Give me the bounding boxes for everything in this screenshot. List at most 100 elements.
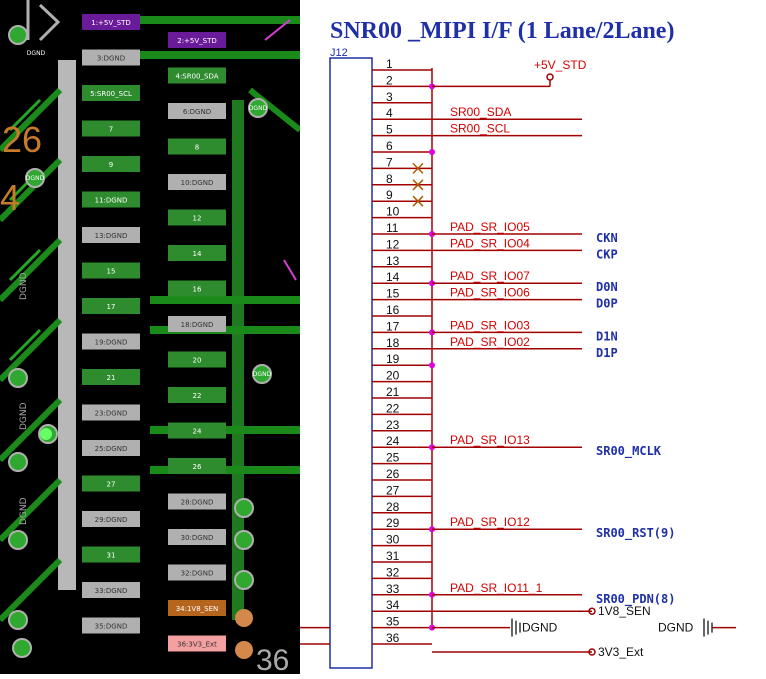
gnd-label: DGND — [658, 621, 694, 635]
pcb-pad-label: 4:SR00_SDA — [175, 73, 218, 81]
net-label: PAD_SR_IO04 — [450, 236, 530, 250]
pcb-via — [8, 25, 28, 45]
junction-dot — [429, 149, 435, 155]
power-3v3-label: 3V3_Ext — [598, 645, 644, 659]
pin-number: 33 — [386, 582, 400, 596]
pin-number: 32 — [386, 565, 400, 579]
pcb-pad-label: 29:DGND — [95, 516, 128, 524]
pcb-board-number: 4 — [0, 177, 20, 218]
pcb-trace — [0, 237, 63, 303]
pcb-ground-bar-right — [232, 100, 244, 620]
pcb-dgnd-label: DGND — [19, 402, 29, 430]
pcb-pad-label: 1:+5V_STD — [91, 19, 131, 27]
pcb-svg: 26436DGNDDGNDDGND1:+5V_STD3:DGND5:SR00_S… — [0, 0, 300, 674]
pcb-via — [252, 364, 272, 384]
pcb-pad-label: 25:DGND — [95, 445, 128, 453]
pcb-ratsnest — [283, 259, 297, 281]
pcb-pad-right — [168, 280, 226, 297]
pcb-via — [25, 168, 45, 188]
pin-number: 12 — [386, 237, 400, 251]
pin-number: 1 — [386, 57, 393, 71]
power-1v8-port — [588, 607, 596, 615]
schematic-svg: SNR00 _MIPI I/F (1 Lane/2Lane) J12 12345… — [300, 18, 736, 669]
net-label: PAD_SR_IO05 — [450, 220, 530, 234]
pin-number: 29 — [386, 516, 400, 530]
pcb-pad-left — [82, 191, 140, 208]
pcb-pad-label: 16 — [193, 286, 202, 294]
pin-number: 6 — [386, 139, 393, 153]
pin-number: 22 — [386, 401, 400, 415]
pcb-trace — [0, 87, 63, 153]
schematic-title: SNR00 _MIPI I/F (1 Lane/2Lane) — [330, 18, 674, 44]
pcb-pin1-arrow — [38, 3, 61, 42]
pcb-ratsnest — [264, 19, 291, 41]
pcb-pad-left — [82, 475, 140, 492]
pcb-pad-left — [82, 298, 140, 314]
signal-label: SR00_PDN(8) — [596, 592, 675, 607]
pcb-pad-label: 2:+5V_STD — [177, 37, 217, 45]
pin-number: 24 — [386, 434, 400, 448]
power-5v-label: +5V_STD — [534, 58, 587, 72]
pcb-pad-right — [168, 174, 226, 190]
pcb-pad-right — [168, 351, 226, 368]
pcb-pad-right — [168, 564, 226, 581]
pcb-trace — [8, 328, 42, 362]
pin-number: 7 — [386, 155, 393, 169]
nc-marker — [412, 179, 424, 191]
pcb-pad-label: 3:DGND — [97, 55, 125, 63]
pcb-pad-right — [168, 529, 226, 545]
pin-number: 5 — [386, 123, 393, 137]
pin-number: 2 — [386, 73, 393, 87]
pcb-pad-label: 10:DGND — [181, 179, 214, 187]
pcb-trace — [8, 98, 42, 132]
connector-ref: J12 — [330, 47, 348, 59]
pcb-pad-label: 31 — [107, 552, 116, 560]
pcb-pad-label: 35:DGND — [95, 623, 128, 631]
pcb-pad-label: 6:DGND — [183, 108, 211, 116]
pcb-pad-left — [82, 546, 140, 563]
pcb-via — [12, 638, 32, 658]
pcb-dgnd-label: DGND — [19, 497, 29, 525]
pcb-trace — [8, 248, 42, 282]
pcb-pad-right — [168, 67, 226, 84]
pin-number: 34 — [386, 598, 400, 612]
signal-label: D0P — [596, 297, 618, 311]
net-label: PAD_SR_IO06 — [450, 286, 530, 300]
signal-label: D1N — [596, 329, 618, 343]
net-label: SR00_SDA — [450, 105, 511, 119]
pin-number: 18 — [386, 336, 400, 350]
net-label: PAD_SR_IO07 — [450, 269, 530, 283]
pcb-via — [8, 610, 28, 630]
pcb-via-label: DGND — [253, 371, 272, 378]
nc-marker — [412, 195, 424, 207]
pcb-pad-label: 23:DGND — [95, 410, 128, 418]
signal-label: SR00_RST(9) — [596, 526, 675, 541]
pcb-pad-label: 36:3V3_Ext — [177, 641, 217, 649]
pcb-pad-left — [82, 582, 140, 598]
net-label: PAD_SR_IO13 — [450, 433, 530, 447]
pcb-via-highlight — [40, 428, 52, 440]
pcb-pad-right — [168, 316, 226, 332]
pin-number: 28 — [386, 500, 400, 514]
pcb-pad-label: 14 — [193, 250, 202, 258]
pcb-pad-right — [168, 493, 226, 510]
pcb-via-label: DGND — [249, 105, 268, 112]
net-label: PAD_SR_IO11_1 — [450, 581, 543, 595]
pcb-via — [235, 609, 253, 627]
pcb-pad-label: 30:DGND — [181, 534, 214, 542]
pcb-trace — [0, 157, 63, 223]
pcb-via — [234, 498, 254, 518]
pcb-pad-right — [168, 209, 226, 226]
pcb-trace — [248, 87, 300, 133]
power-5v-port — [546, 73, 554, 81]
pin-number: 35 — [386, 615, 400, 629]
pcb-via — [8, 452, 28, 472]
pcb-pad-label: 18:DGND — [181, 321, 214, 329]
pcb-via-label: DGND — [26, 175, 45, 182]
pin-number: 20 — [386, 369, 400, 383]
pcb-dgnd-label: DGND — [19, 272, 29, 300]
pcb-via — [248, 98, 268, 118]
gnd-label: DGND — [522, 621, 558, 635]
pcb-trace — [0, 477, 63, 543]
pcb-pad-left — [82, 120, 140, 137]
